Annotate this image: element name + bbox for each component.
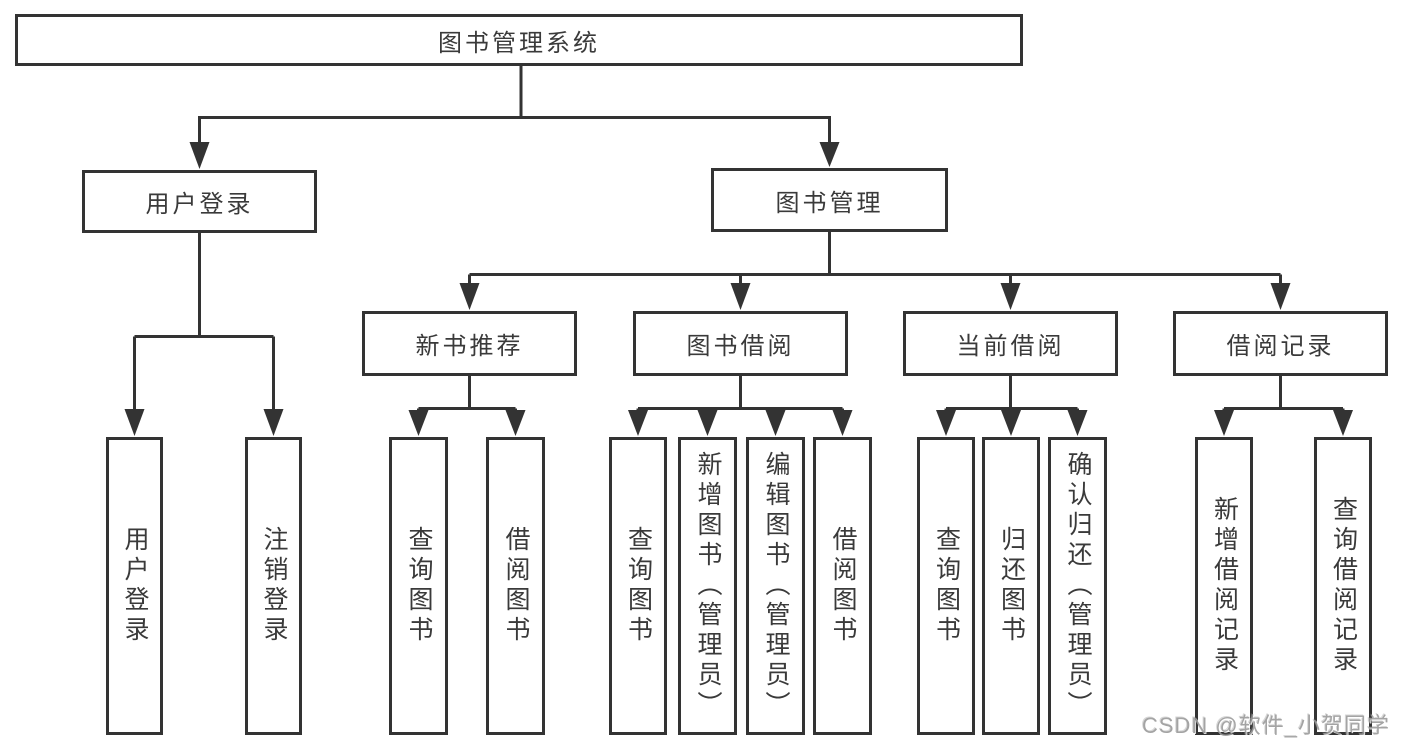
csdn-watermark: CSDN @软件_小贺同学 <box>1141 713 1390 738</box>
connector-new-book-to-leaves <box>408 376 526 436</box>
connector-root-to-level1 <box>189 66 840 169</box>
node-borrow-records: 借阅记录 <box>1173 311 1388 376</box>
connector-current-borrow-to-leaves <box>936 376 1088 436</box>
node-new-book-recommend: 新书推荐 <box>362 311 577 376</box>
leaf-user-login: 用户登录 <box>106 437 163 735</box>
leaf-logout: 注销登录 <box>245 437 302 735</box>
leaf-current-query-books: 查询图书 <box>917 437 975 735</box>
node-library-system: 图书管理系统 <box>15 14 1023 66</box>
connector-borrow-records-to-leaves <box>1214 376 1353 436</box>
leaf-borrow-books: 借阅图书 <box>813 437 872 735</box>
node-user-login: 用户登录 <box>82 170 317 233</box>
leaf-newbook-query-books: 查询图书 <box>389 437 448 735</box>
leaf-return-books: 归还图书 <box>982 437 1040 735</box>
leaf-edit-books-admin: 编辑图书（管理员） <box>746 437 805 735</box>
leaf-confirm-return-admin: 确认归还（管理员） <box>1048 437 1107 735</box>
leaf-add-books-admin: 新增图书（管理员） <box>678 437 737 735</box>
leaf-add-borrow-record: 新增借阅记录 <box>1195 437 1253 735</box>
node-book-management: 图书管理 <box>711 168 948 232</box>
leaf-query-borrow-record: 查询借阅记录 <box>1314 437 1372 735</box>
leaf-borrow-query-books: 查询图书 <box>609 437 667 735</box>
node-current-borrow: 当前借阅 <box>903 311 1118 376</box>
leaf-newbook-borrow-books: 借阅图书 <box>486 437 545 735</box>
connector-book-mgmt-to-level2 <box>459 232 1291 310</box>
node-book-borrow: 图书借阅 <box>633 311 848 376</box>
connector-user-login-to-leaves <box>124 233 284 436</box>
connector-book-borrow-to-leaves <box>628 376 853 436</box>
